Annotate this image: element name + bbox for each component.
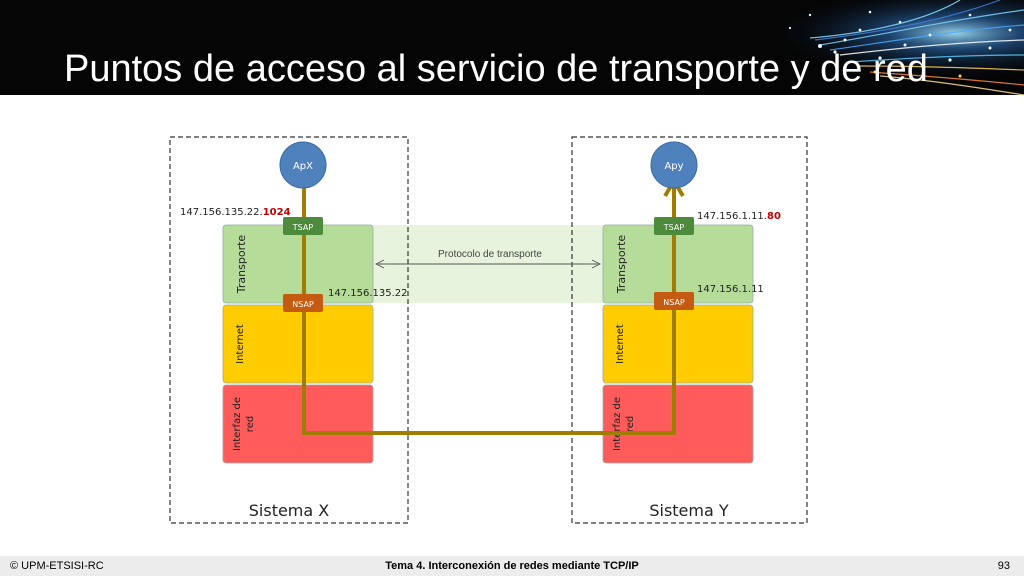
system-y-box (571, 136, 808, 524)
app-y-circle (650, 141, 698, 189)
footer-topic: Tema 4. Interconexión de redes mediante … (385, 560, 639, 572)
footer-copyright: © UPM-ETSISI-RC (10, 560, 104, 572)
system-y-name: Sistema Y (649, 501, 729, 520)
system-x-name: Sistema X (249, 501, 330, 520)
footer-bar: © UPM-ETSISI-RC Tema 4. Interconexión de… (0, 556, 1024, 576)
nsap-x-label: NSAP (292, 300, 314, 309)
system-x-layer-label-internet: Internet (235, 324, 246, 364)
tsap-x-address: 147.156.135.22.1024 (180, 207, 291, 218)
nsap-y-box (654, 292, 694, 310)
tsap-x-label: TSAP (292, 223, 314, 232)
title-bar: Puntos de acceso al servicio de transpor… (0, 0, 1024, 95)
nsap-x-address: 147.156.135.22 (328, 288, 408, 299)
tsap-y-address: 147.156.1.11.80 (697, 211, 781, 222)
tsap-y-port: 80 (767, 211, 781, 222)
system-y-layer-label-transporte: Transporte (615, 235, 628, 295)
nsap-y-address: 147.156.1.11 (697, 284, 764, 295)
protocol-label: Protocolo de transporte (438, 249, 542, 260)
nsap-y-label: NSAP (663, 298, 685, 307)
arrow-left-icon (374, 259, 385, 269)
tsap-y-box (654, 217, 694, 235)
arrow-right-icon (591, 259, 602, 269)
system-x-network-interface-layer (222, 384, 374, 464)
tsap-x-port: 1024 (263, 207, 291, 218)
system-x-layer-label-transporte: Transporte (235, 235, 248, 295)
page-number: 93 (997, 560, 1010, 572)
system-y-layer-label-internet: Internet (615, 324, 626, 364)
system-y-network-interface-layer (602, 384, 754, 464)
app-x-circle (279, 141, 327, 189)
app-y-label: Apy (664, 161, 683, 172)
fiber-optic-image (640, 0, 1024, 95)
app-x-label: ApX (293, 161, 313, 172)
tsap-y-label: TSAP (663, 223, 685, 232)
tsap-x-box (283, 217, 323, 235)
slide-title: Puntos de acceso al servicio de transpor… (64, 48, 928, 90)
nsap-x-box (283, 294, 323, 312)
